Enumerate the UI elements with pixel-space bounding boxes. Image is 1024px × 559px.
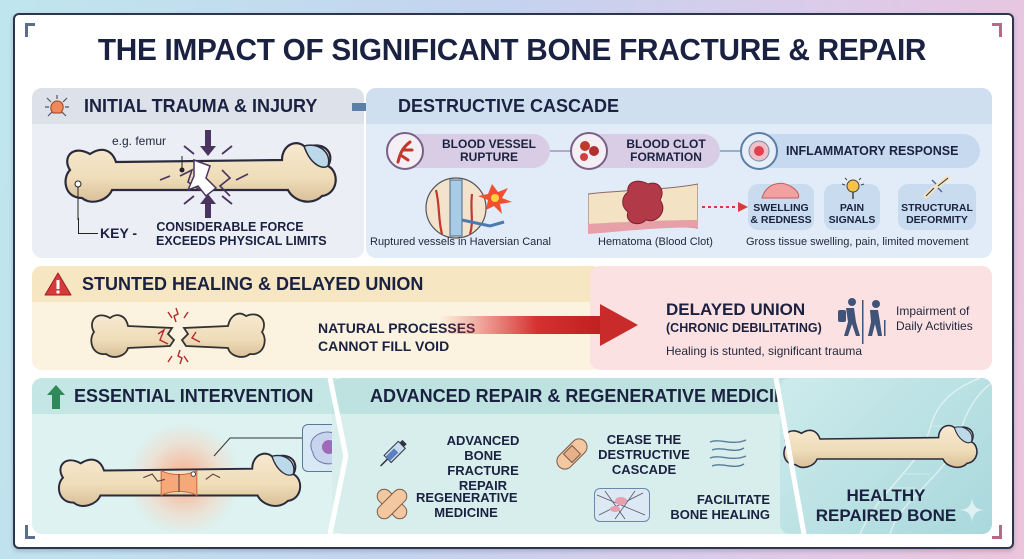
fibers-icon (709, 439, 747, 467)
pain-signal-icon (841, 177, 865, 199)
essential-intervention-panel: ESSENTIAL INTERVENTION (32, 378, 344, 534)
healthy-text-line1: HEALTHY (846, 486, 926, 505)
progression-arrow-icon (440, 304, 638, 346)
connector-line (550, 150, 574, 152)
corner-decoration (25, 23, 35, 37)
impairment-text-line2: Daily Activities (896, 319, 973, 333)
initial-trauma-header: INITIAL TRAUMA & INJURY (32, 88, 364, 124)
initial-trauma-panel: INITIAL TRAUMA & INJURY e.g. femur KEY -… (32, 88, 364, 258)
blood-vessel-icon (386, 132, 424, 170)
step-caption: Ruptured vessels in Haversian Canal (370, 236, 551, 248)
step-caption: Hematoma (Blood Clot) (598, 236, 713, 248)
essential-intervention-header: ESSENTIAL INTERVENTION (32, 378, 344, 414)
corner-decoration (992, 525, 1002, 539)
blood-cells-icon (570, 132, 608, 170)
callout-line (213, 437, 302, 457)
impairment-text-line1: Impairment of (896, 304, 970, 318)
syringe-icon (380, 439, 407, 467)
deformed-bone-icon (923, 175, 951, 199)
hematoma-illustration (588, 180, 698, 234)
delayed-union-caption: Healing is stunted, significant trauma (666, 344, 863, 358)
impaired-walking-icon (838, 298, 886, 344)
key-leader-line (78, 218, 98, 234)
key-text-line2: EXCEEDS PHYSICAL LIMITS (156, 234, 327, 248)
key-label: KEY - (100, 225, 138, 241)
delayed-union-panel: DELAYED UNION (CHRONIC DEBILITATING) Hea… (590, 266, 992, 370)
healing-bone-illustration (57, 452, 302, 507)
corner-decoration (25, 525, 35, 539)
connector-line (720, 150, 740, 152)
stunted-healing-heading: STUNTED HEALING & DELAYED UNION (82, 273, 424, 294)
essential-intervention-heading: ESSENTIAL INTERVENTION (74, 385, 314, 406)
step-inflammatory-response: INFLAMMATORY RESPONSE (740, 132, 980, 170)
healthy-bone-panel: HEALTHY REPAIRED BONE (780, 378, 992, 534)
chevron-separator (327, 378, 349, 534)
broken-bone-illustration (90, 307, 266, 365)
stunted-text-line2: CANNOT FILL VOID (318, 338, 450, 354)
inflamed-cell-icon (740, 132, 778, 170)
stunted-healing-header: STUNTED HEALING & DELAYED UNION (32, 266, 602, 302)
sparkle-icon (960, 498, 984, 522)
destructive-cascade-heading: DESTRUCTIVE CASCADE (398, 95, 620, 116)
scaffold-icon (594, 488, 650, 522)
symptom-label: SWELLING& REDNESS (750, 202, 812, 226)
dotted-arrow-icon (702, 202, 748, 212)
bandage-icon (556, 438, 588, 470)
corner-decoration (992, 23, 1002, 37)
step-caption: Gross tissue swelling, pain, limited mov… (746, 236, 969, 248)
fractured-femur-illustration (64, 130, 337, 220)
page-title: THE IMPACT OF SIGNIFICANT BONE FRACTURE … (97, 32, 927, 67)
crossed-bandages-icon (376, 488, 408, 520)
healthy-bone-illustration (783, 424, 978, 469)
haversian-canal-illustration (425, 177, 512, 239)
destructive-cascade-header: DESTRUCTIVE CASCADE (366, 88, 992, 124)
key-text-line1: CONSIDERABLE FORCE (156, 220, 304, 234)
advanced-repair-panel: ADVANCED REPAIR & REGENERATIVE MEDICINE … (332, 378, 802, 534)
delayed-union-subtitle: (CHRONIC DEBILITATING) (666, 321, 822, 335)
impact-burst-icon (45, 95, 69, 117)
advanced-repair-heading: ADVANCED REPAIR & REGENERATIVE MEDICINE (370, 385, 800, 406)
step-label: INFLAMMATORY RESPONSE (786, 143, 959, 158)
chevron-separator (773, 378, 807, 534)
warning-icon (44, 272, 72, 296)
up-arrow-icon (47, 385, 65, 409)
swollen-tissue-icon (761, 182, 800, 199)
delayed-union-title: DELAYED UNION (666, 300, 806, 319)
stunted-text-line1: NATURAL PROCESSES (318, 320, 476, 336)
advanced-repair-header: ADVANCED REPAIR & REGENERATIVE MEDICINE (332, 378, 802, 414)
initial-trauma-heading: INITIAL TRAUMA & INJURY (84, 95, 318, 116)
healthy-text-line2: REPAIRED BONE (815, 506, 957, 525)
bone-example-label: e.g. femur (112, 134, 167, 148)
